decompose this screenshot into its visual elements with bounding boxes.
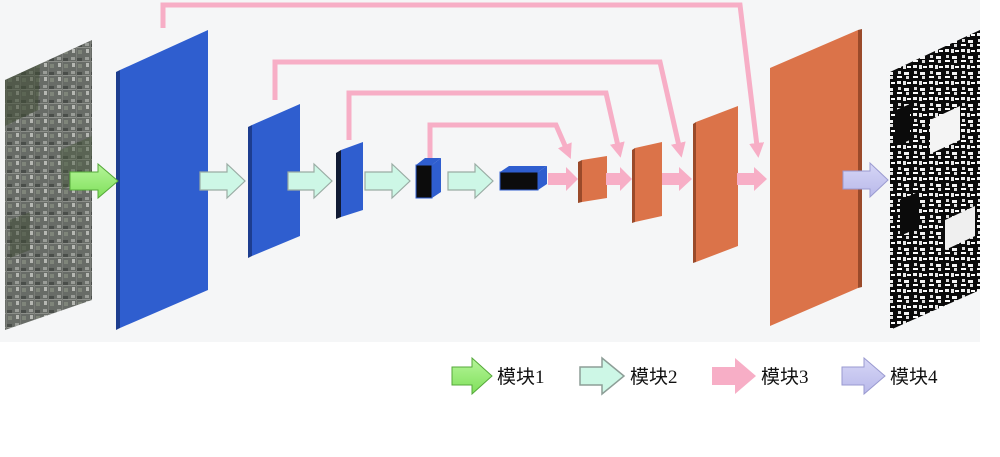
- bottleneck-block-side: [538, 166, 547, 190]
- decoder-block-3: [693, 106, 738, 263]
- encoder-block-1: [116, 30, 208, 330]
- building-block: [930, 106, 960, 154]
- building-block: [945, 206, 975, 250]
- background-block: [900, 192, 918, 236]
- encoder-block-4: [415, 158, 441, 199]
- decoder-block-face: [770, 30, 858, 326]
- encoder-block-face: [252, 104, 300, 256]
- encoder-block-front: [415, 164, 433, 199]
- decoder-block-2: [632, 142, 662, 223]
- decoder-block-edge: [858, 29, 862, 288]
- module-2-arrow: [447, 162, 494, 200]
- module-3-arrow: [737, 167, 767, 191]
- encoder-block-3: [336, 142, 363, 219]
- module-2-arrow: [199, 162, 246, 200]
- module-4-arrow: [842, 161, 889, 199]
- encoder-block-edge: [336, 150, 341, 219]
- legend-arrow-icon: [451, 356, 493, 396]
- encoder-block-side: [432, 158, 441, 198]
- decoder-block-4: [770, 29, 862, 326]
- decoder-block-face: [582, 156, 607, 202]
- output-segmentation-image: [890, 30, 980, 330]
- vegetation-patch: [5, 64, 40, 126]
- skip-connection-2: [272, 59, 686, 158]
- segmentation-image-face: [890, 30, 980, 330]
- input-satellite-image: [5, 40, 92, 330]
- legend-label: 模块4: [890, 366, 938, 388]
- encoder-block-top: [416, 158, 441, 165]
- decoder-block-edge: [578, 160, 582, 203]
- legend-item-3: 模块3: [712, 358, 809, 394]
- encoder-block-edge: [116, 70, 120, 330]
- skip-connection-3: [346, 90, 625, 158]
- legend-item-1: 模块1: [451, 356, 545, 396]
- encoder-block-face: [120, 30, 208, 328]
- legend-label: 模块3: [761, 366, 809, 388]
- module-3-arrow: [606, 167, 632, 191]
- module-2-arrows: [199, 162, 494, 200]
- module-1-arrow: [69, 162, 119, 200]
- decoder-block-face: [696, 106, 738, 262]
- bottleneck-block-front: [499, 171, 539, 191]
- legend-item-4: 模块4: [841, 356, 938, 396]
- legend-label: 模块2: [630, 366, 678, 388]
- legend-arrow-icon: [712, 358, 756, 394]
- module-2-arrow: [287, 162, 333, 200]
- legend-label: 模块1: [497, 366, 545, 388]
- vegetation-patch: [10, 212, 30, 258]
- module-3-arrow: [662, 167, 692, 191]
- legend-arrow-icon: [579, 356, 626, 396]
- background-block: [896, 104, 910, 146]
- skip-connection-1: [160, 2, 765, 158]
- decoder-block-edge: [693, 122, 696, 263]
- bottleneck-block: [499, 166, 547, 191]
- encoder-block-face: [341, 142, 363, 217]
- skip-connections: [160, 2, 765, 160]
- bottleneck-block-top: [500, 166, 547, 172]
- legend: 模块1 模块2 模块3 模块4: [451, 356, 938, 396]
- legend-item-2: 模块2: [579, 356, 678, 396]
- decoder-block-1: [578, 156, 607, 203]
- module-3-arrow: [548, 167, 578, 191]
- legend-arrow-icon: [841, 356, 886, 396]
- encoder-block-2: [248, 104, 300, 258]
- module-2-arrow: [364, 162, 411, 200]
- module-3-arrows: [548, 167, 767, 191]
- decoder-block-face: [635, 142, 662, 222]
- skip-connection-4: [427, 122, 572, 160]
- encoder-block-edge: [248, 125, 252, 258]
- decoder-block-edge: [632, 148, 635, 223]
